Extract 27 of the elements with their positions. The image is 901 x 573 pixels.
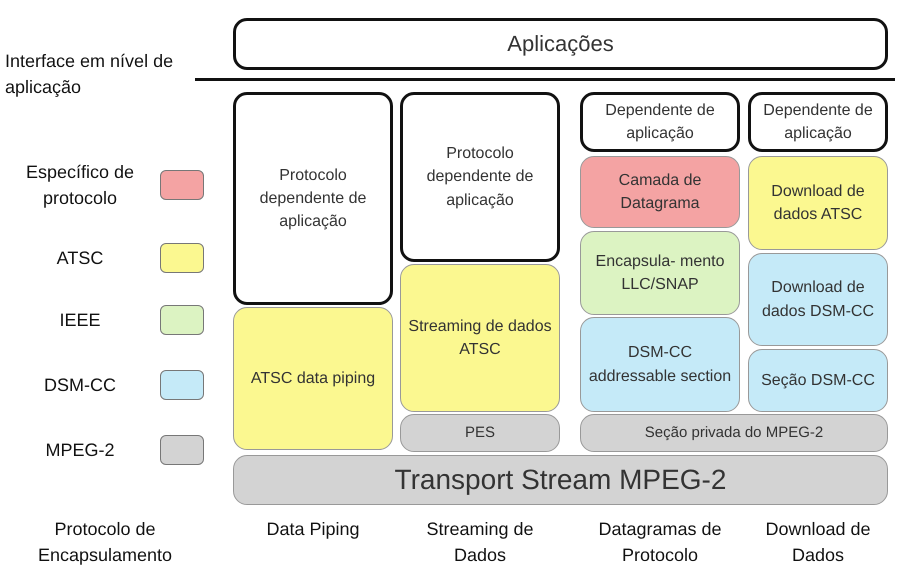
protocol-layer-box: Camada de Datagrama (580, 156, 740, 228)
legend-label: MPEG-2 (44, 439, 116, 462)
layer-box: Aplicações (233, 18, 888, 70)
protocol-layer-box: Download de dados DSM-CC (748, 253, 888, 346)
protocol-layer-box: Download de dados ATSC (748, 156, 888, 250)
protocol-layer-box: Streaming de dados ATSC (400, 264, 560, 412)
column-label: Streaming de Dados (425, 518, 535, 568)
row-label: Interface em nível de aplicação (5, 50, 174, 100)
legend-label: DSM-CC (43, 374, 117, 397)
legend-label: ATSC (56, 247, 104, 270)
column-label: Data Piping (265, 518, 361, 541)
legend-label: Específico de protocolo (24, 161, 136, 210)
layer-box: Dependente de aplicação (748, 92, 888, 152)
protocol-layer-box: DSM-CC addressable section (580, 317, 740, 412)
layer-box: Dependente de aplicação (580, 92, 740, 152)
protocol-layer-box: Transport Stream MPEG-2 (233, 455, 888, 505)
protocol-layer-box: PES (400, 414, 560, 452)
protocol-layer-box: Encapsula- mento LLC/SNAP (580, 231, 740, 315)
protocol-layer-box: ATSC data piping (233, 307, 393, 450)
protocol-layer-box: Seção privada do MPEG-2 (580, 414, 888, 452)
protocol-layer-box: Seção DSM-CC (748, 349, 888, 412)
column-label: Download de Dados (764, 518, 872, 568)
legend-label: IEEE (58, 309, 102, 332)
layer-box: Protocolo dependente de aplicação (400, 92, 560, 262)
column-label: Datagramas de Protocolo (597, 518, 723, 568)
layer-box: Protocolo dependente de aplicação (233, 92, 393, 305)
column-label: Protocolo de Encapsulamento (36, 518, 174, 568)
